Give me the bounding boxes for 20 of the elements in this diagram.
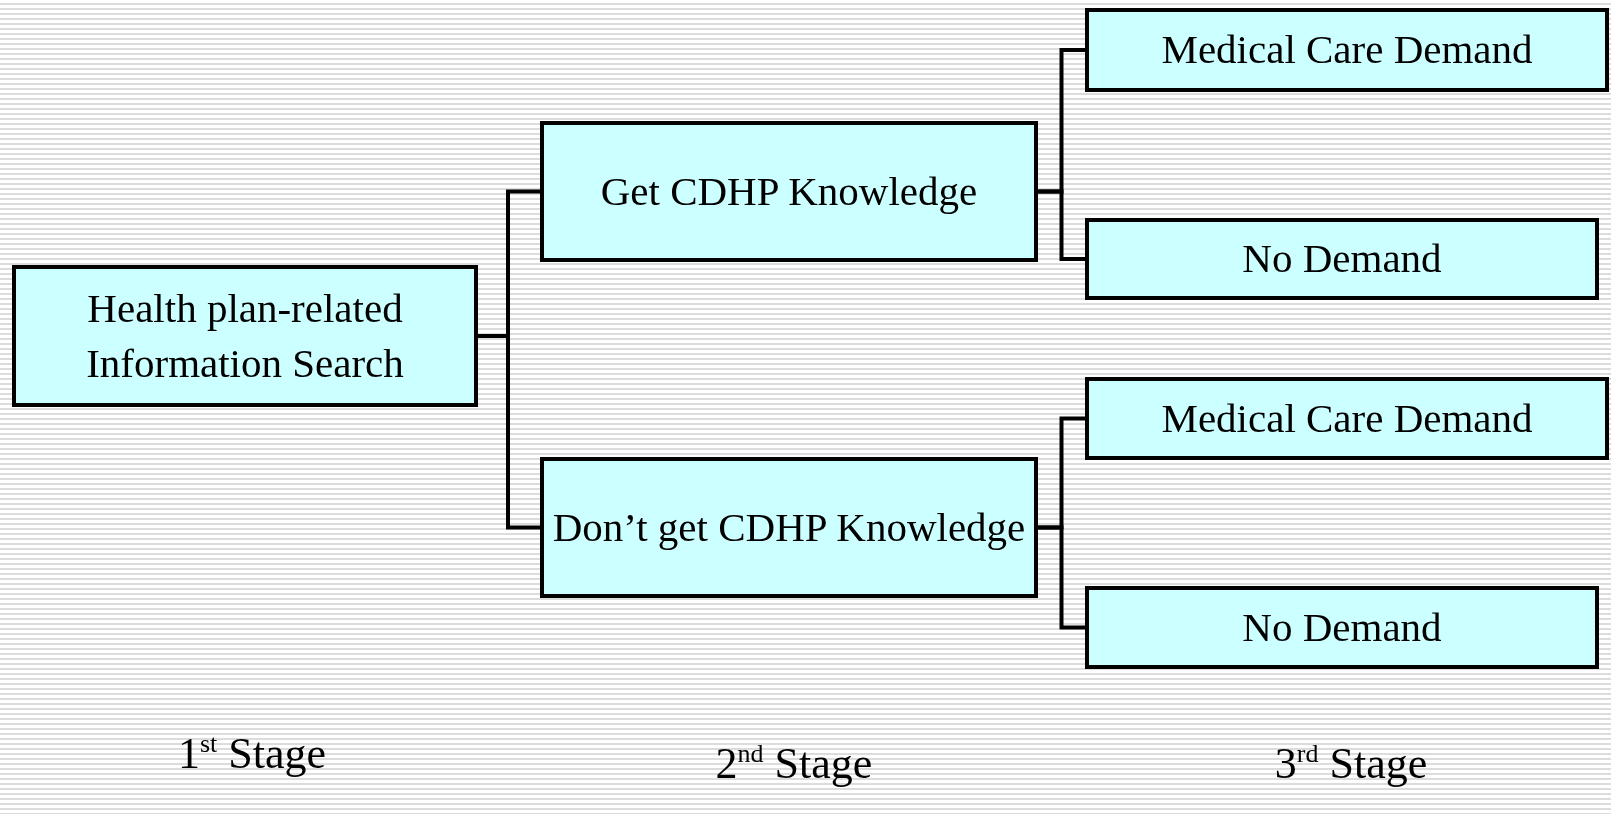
node-text: Health plan-related Information Search (85, 283, 405, 388)
stage-label: 2$^{nd}$ Stage (715, 738, 873, 789)
node-text: Medical Care Demand (1161, 25, 1533, 75)
connector-line (1038, 189, 1085, 261)
node-text: Get CDHP Knowledge (600, 166, 978, 216)
stage-label: 1$^{st}$ Stage (177, 728, 327, 779)
process-box (1085, 377, 1609, 460)
process-box (540, 121, 1038, 262)
connector-line (478, 334, 540, 530)
node-text: No Demand (1242, 602, 1442, 652)
stage-label: 3$^{rd}$ Stage (1274, 738, 1428, 789)
connector-line (1038, 525, 1085, 630)
process-box (1085, 218, 1599, 300)
node-text: Medical Care Demand (1161, 393, 1533, 443)
process-box (540, 457, 1038, 598)
process-box (1085, 586, 1599, 669)
node-text: No Demand (1242, 234, 1442, 284)
process-box (1085, 8, 1609, 92)
process-box (12, 265, 478, 407)
node-text: Don’t get CDHP Knowledge (552, 502, 1026, 552)
